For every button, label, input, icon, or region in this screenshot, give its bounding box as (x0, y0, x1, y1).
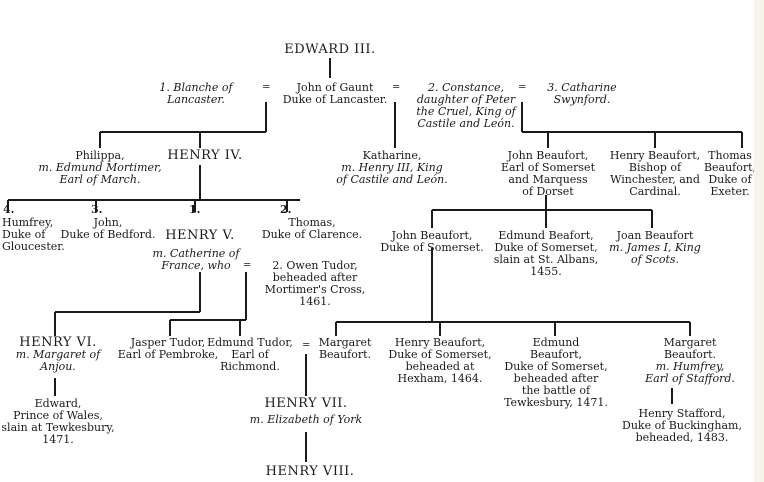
birth-order-number: 4. (3, 203, 15, 216)
edmund-beaufort-st-albans: Edmund Beafort, Duke of Somerset, slain … (493, 229, 599, 278)
edward-prince-of-wales: Edward, Prince of Wales, slain at Tewkes… (1, 397, 115, 446)
marriage-mark: = (243, 260, 252, 271)
john-of-gaunt: John of Gaunt Duke of Lancaster. (282, 81, 388, 106)
henry-iv: HENRY IV. (167, 148, 243, 163)
edmund-tudor: Edmund Tudor, Earl of Richmond. (207, 336, 293, 373)
henry-vii: HENRY VII. m. Elizabeth of York (249, 396, 363, 426)
blanche-of-lancaster: 1. Blanche of Lancaster. (159, 81, 233, 106)
john-bedford: John, Duke of Bedford. (60, 216, 156, 241)
henry-viii: HENRY VIII. (265, 464, 355, 479)
birth-order-number: 3. (91, 203, 103, 216)
page-edge (754, 0, 764, 482)
henry-beaufort-hexham: Henry Beaufort, Duke of Somerset, behead… (388, 336, 492, 385)
constance-of-castile: 2. Constance, daughter of Peter the Crue… (416, 81, 516, 130)
catharine-swynford: 3. Catharine Swynford. (547, 81, 617, 106)
marriage-mark: = (392, 82, 401, 93)
john-beaufort-earl: John Beaufort, Earl of Somerset and Marq… (501, 149, 595, 198)
thomas-clarence: Thomas, Duke of Clarence. (261, 216, 363, 241)
joan-beaufort: Joan Beaufort m. James I, King of Scots. (609, 229, 701, 266)
john-beaufort-duke: John Beaufort, Duke of Somerset. (380, 229, 484, 254)
edward-iii: EDWARD III. (284, 42, 376, 57)
marriage-mark: = (302, 340, 311, 351)
katharine: Katharine, m. Henry III, King of Castile… (336, 149, 448, 186)
philippa: Philippa, m. Edmund Mortimer, Earl of Ma… (38, 149, 162, 186)
humfrey-gloucester: Humfrey, Duke of Gloucester. (2, 216, 65, 253)
margaret-beaufort-stafford: Margaret Beaufort. m. Humfrey, Earl of S… (645, 336, 735, 385)
catherine-of-france: m. Catherine of France, who (152, 247, 240, 272)
henry-beaufort-bishop: Henry Beaufort, Bishop of Winchester, an… (609, 149, 701, 198)
birth-order-number: 1. (189, 203, 201, 216)
marriage-mark: = (518, 82, 527, 93)
henry-vi: HENRY VI. m. Margaret of Anjou. (15, 335, 101, 373)
jasper-tudor: Jasper Tudor, Earl of Pembroke, (117, 336, 219, 361)
thomas-beaufort: Thomas Beaufort, Duke of Exeter. (703, 149, 757, 198)
henry-stafford: Henry Stafford, Duke of Buckingham, behe… (622, 407, 742, 444)
margaret-beaufort-mother: Margaret Beaufort. (318, 336, 372, 361)
edmund-beaufort-tewkesbury: Edmund Beaufort, Duke of Somerset, behea… (504, 336, 608, 409)
birth-order-number: 2. (280, 203, 292, 216)
henry-v: HENRY V. (165, 228, 235, 243)
marriage-mark: = (262, 82, 271, 93)
owen-tudor: 2. Owen Tudor, beheaded after Mortimer's… (264, 259, 366, 308)
